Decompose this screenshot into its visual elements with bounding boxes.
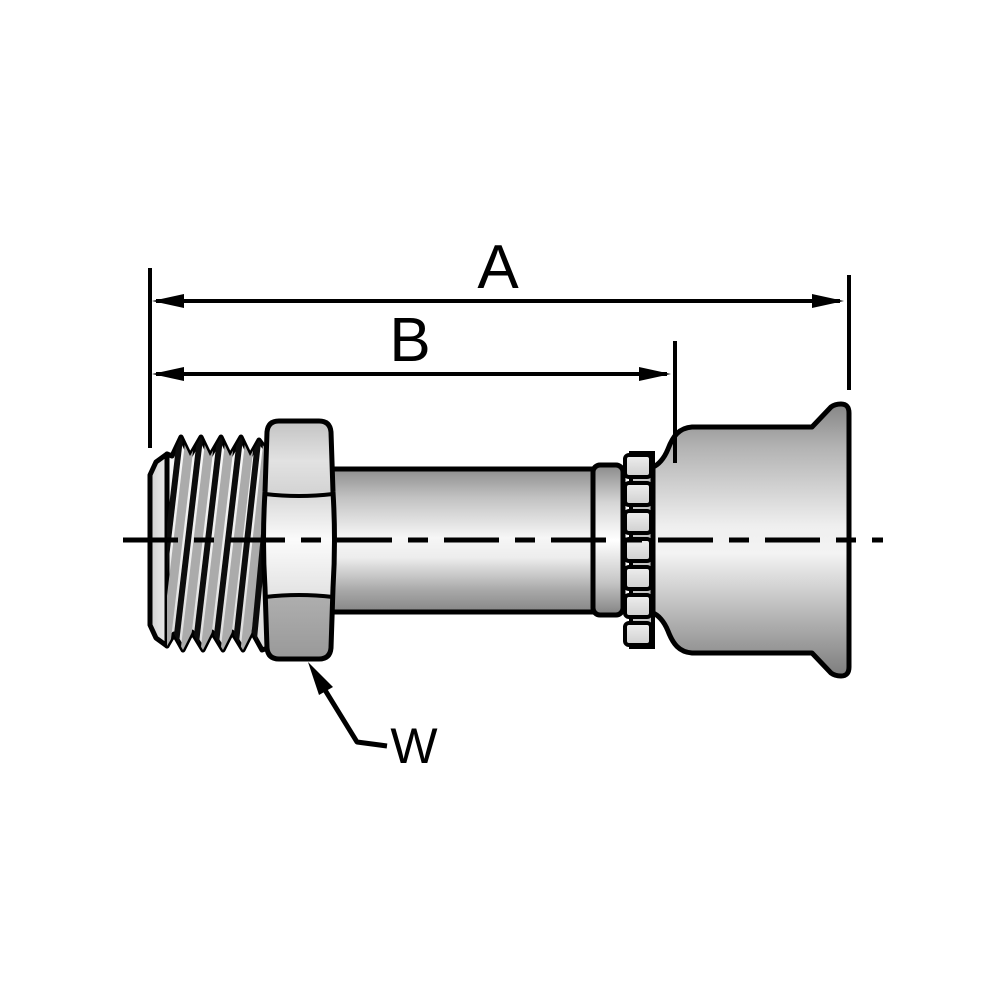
dimension-b-arrow-left <box>152 367 184 381</box>
hex-face-separator-top <box>264 492 334 498</box>
serration <box>623 451 655 649</box>
hex-face-separator-bottom <box>264 593 334 599</box>
dimension-a-label: A <box>477 233 519 302</box>
callout-w <box>308 662 388 749</box>
hex-bottom-face <box>265 596 333 659</box>
hex-middle-face <box>263 492 335 599</box>
fitting-drawing <box>147 401 852 679</box>
male-thread <box>147 434 271 653</box>
hex-outline <box>261 418 337 662</box>
callout-w-label: W <box>390 718 438 774</box>
callout-w-leader <box>322 688 388 749</box>
serration-teeth <box>623 453 653 647</box>
dimension-a <box>148 268 851 448</box>
thread-end-face <box>147 451 170 649</box>
dimension-b <box>152 341 677 463</box>
dimension-b-label: B <box>389 306 430 375</box>
dimension-b-arrow-right <box>639 367 671 381</box>
dimension-a-arrow-left <box>152 294 184 308</box>
hex-nut <box>261 418 337 662</box>
hex-top-face <box>265 421 333 494</box>
dimension-a-arrow-right <box>812 294 844 308</box>
callout-w-arrow <box>308 662 333 695</box>
